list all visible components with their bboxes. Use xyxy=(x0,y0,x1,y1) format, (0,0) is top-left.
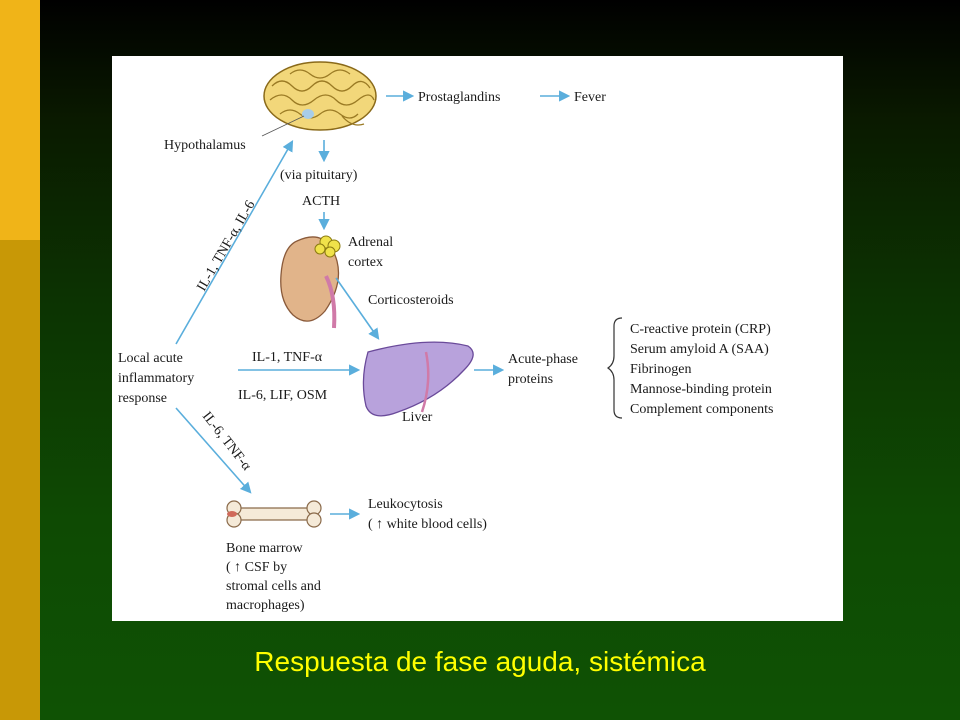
acute-phase-diagram: Hypothalamus Prostaglandins Fever (via p… xyxy=(118,61,773,613)
corticosteroids-label: Corticosteroids xyxy=(368,293,454,308)
cytokines-to-liver-bottom: IL-6, LIF, OSM xyxy=(238,388,328,403)
accent-bar-top xyxy=(0,0,40,240)
prostaglandins-label: Prostaglandins xyxy=(418,90,500,105)
accent-bar-bottom xyxy=(0,240,40,720)
adrenal-label-line1: Adrenal xyxy=(348,235,393,250)
protein-item-complement: Complement components xyxy=(630,402,773,417)
slide-caption: Respuesta de fase aguda, sistémica xyxy=(254,646,706,677)
local-response-line2: inflammatory xyxy=(118,371,194,386)
leukocytosis-line1: Leukocytosis xyxy=(368,497,443,512)
liver-label: Liver xyxy=(402,410,433,425)
bone-marrow-line3: stromal cells and xyxy=(226,579,321,594)
bone-marrow-line1: Bone marrow xyxy=(226,541,303,556)
hypothalamus-pointer xyxy=(261,115,305,137)
arrow-corticosteroids-to-liver xyxy=(335,277,380,340)
liver-icon xyxy=(362,341,474,417)
local-response-line3: response xyxy=(118,391,167,406)
protein-item-saa: Serum amyloid A (SAA) xyxy=(630,342,769,357)
bone-marrow-line2: ( ↑ CSF by xyxy=(226,560,287,575)
protein-item-crp: C-reactive protein (CRP) xyxy=(630,322,771,337)
bone-icon xyxy=(226,500,322,528)
arrow-local-to-hypothalamus xyxy=(175,140,294,345)
protein-item-fibrinogen: Fibrinogen xyxy=(630,362,691,377)
cytokines-to-hypothalamus-label: IL-1, TNF-α, IL-6 xyxy=(194,198,258,294)
bone-marrow-line4: macrophages) xyxy=(226,598,305,613)
acute-phase-line1: Acute-phase xyxy=(508,352,578,367)
acth-label: ACTH xyxy=(302,194,340,209)
adrenal-label-line2: cortex xyxy=(348,255,383,270)
local-response-line1: Local acute xyxy=(118,351,183,366)
fever-label: Fever xyxy=(574,90,606,105)
protein-item-mbp: Mannose-binding protein xyxy=(630,382,772,397)
diagram-panel: Hypothalamus Prostaglandins Fever (via p… xyxy=(112,56,843,621)
cytokines-to-liver-top: IL-1, TNF-α xyxy=(252,350,323,365)
via-pituitary-label: (via pituitary) xyxy=(280,168,358,183)
acute-phase-line2: proteins xyxy=(508,372,553,387)
kidney-adrenal-icon xyxy=(280,235,341,329)
protein-brace xyxy=(606,317,623,419)
leukocytosis-line2: ( ↑ white blood cells) xyxy=(368,517,487,532)
brain-icon xyxy=(263,61,377,131)
arrow-local-to-bone xyxy=(175,407,252,494)
hypothalamus-label: Hypothalamus xyxy=(164,138,246,153)
